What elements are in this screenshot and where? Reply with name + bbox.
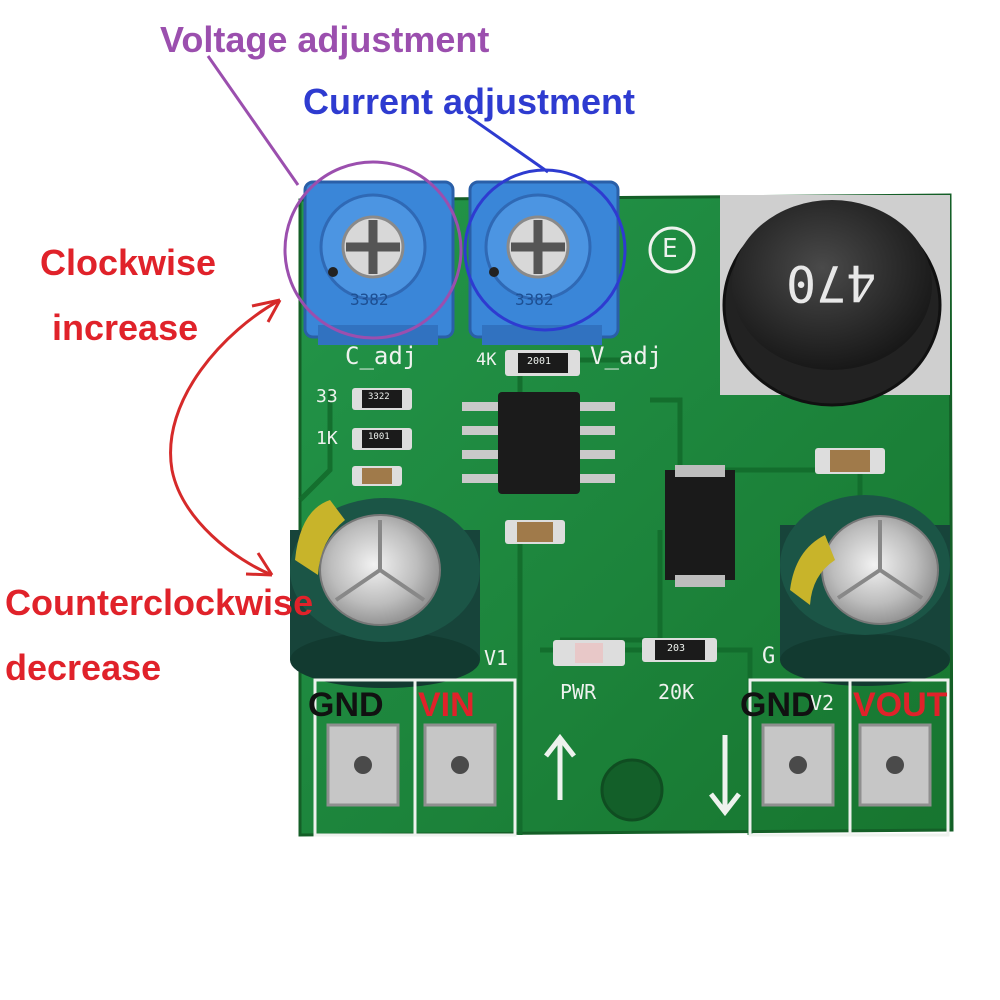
smd-code-1001: 1001	[368, 432, 390, 442]
counterclockwise-label: Counterclockwise	[5, 582, 314, 623]
output-capacitor-shape	[780, 495, 950, 686]
silk-v2: V2	[810, 691, 835, 715]
silk-20k: 20K	[658, 680, 695, 704]
increase-label: increase	[52, 307, 199, 348]
silk-pwr: PWR	[560, 680, 597, 704]
inductor-code: 470	[786, 254, 877, 312]
voltage-callout-line	[206, 55, 300, 186]
rotation-arrow	[169, 298, 282, 577]
current-adjustment-label: Current adjustment	[303, 81, 636, 122]
smd-parts	[352, 350, 885, 666]
vout-label: VOUT	[853, 686, 948, 724]
gnd-input-label: GND	[308, 686, 384, 724]
smd-code-203: 203	[667, 643, 686, 654]
voltage-pot-shape	[303, 180, 455, 345]
current-callout-line	[467, 114, 549, 174]
vin-label: VIN	[418, 686, 475, 724]
silk-e-mark: E	[662, 234, 678, 264]
e-mark-circle	[648, 226, 696, 274]
current-pot-shape	[468, 180, 620, 345]
silk-4k: 4K	[476, 350, 497, 370]
pot-code-current: 3382	[515, 290, 554, 309]
voltage-adjust-circle	[283, 160, 463, 340]
smd-code-3322: 3322	[368, 392, 390, 402]
silk-c-adj: C_adj	[345, 342, 418, 370]
smd-code-2001: 2001	[527, 356, 552, 367]
pot-code-voltage: 3382	[350, 290, 389, 309]
terminal-pads	[313, 678, 950, 837]
voltage-adjustment-label: Voltage adjustment	[160, 19, 490, 60]
flow-arrows	[544, 733, 741, 817]
ic-chip-shape	[462, 392, 615, 494]
silk-v-adj: V_adj	[590, 342, 663, 370]
silk-1k: 1K	[316, 428, 338, 449]
silk-g: G	[762, 644, 776, 669]
input-capacitor-shape	[290, 498, 480, 688]
clockwise-label: Clockwise	[40, 242, 217, 283]
inductor-shape	[720, 195, 950, 407]
diode-shape	[665, 465, 735, 587]
decrease-label: decrease	[5, 647, 162, 688]
silk-v1: V1	[484, 646, 509, 670]
silk-33: 33	[316, 386, 338, 407]
gnd-output-label: GND	[740, 686, 816, 724]
mounting-hole	[600, 758, 664, 822]
